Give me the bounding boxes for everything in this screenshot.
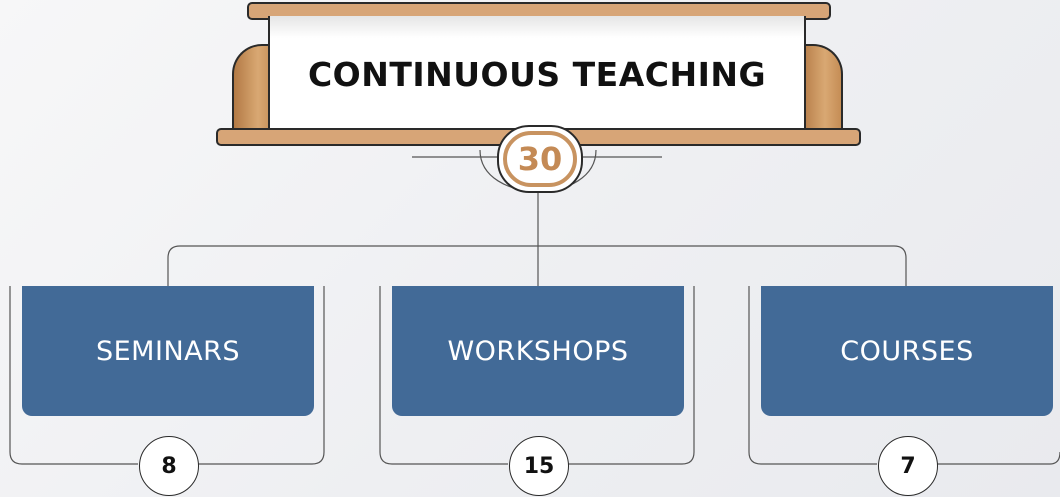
card-label-seminars: SEMINARS: [95, 335, 241, 367]
card-frame-seminars: [9, 286, 325, 465]
card-frame-workshops: [379, 286, 695, 465]
total-badge-ring: [503, 131, 577, 187]
total-value: 30: [517, 140, 563, 178]
count-badge-courses: 7: [878, 436, 938, 496]
card-seminars: SEMINARS: [22, 286, 314, 416]
total-badge: 30: [497, 125, 583, 193]
plaque-post-left: [232, 44, 274, 132]
card-courses: COURSES: [761, 286, 1053, 416]
card-workshops: WORKSHOPS: [392, 286, 684, 416]
count-badge-seminars: 8: [139, 436, 199, 496]
count-value-seminars: 8: [161, 453, 177, 479]
plaque-post-right: [801, 44, 843, 132]
banner-shade: [270, 16, 804, 38]
count-value-workshops: 15: [523, 453, 555, 479]
count-value-courses: 7: [900, 453, 916, 479]
title-banner: CONTINUOUS TEACHING: [268, 16, 806, 128]
card-label-workshops: WORKSHOPS: [447, 335, 629, 367]
branch-line: [167, 245, 907, 286]
count-badge-workshops: 15: [509, 436, 569, 496]
diagram-title: CONTINUOUS TEACHING: [307, 54, 767, 94]
card-label-courses: COURSES: [840, 335, 974, 367]
